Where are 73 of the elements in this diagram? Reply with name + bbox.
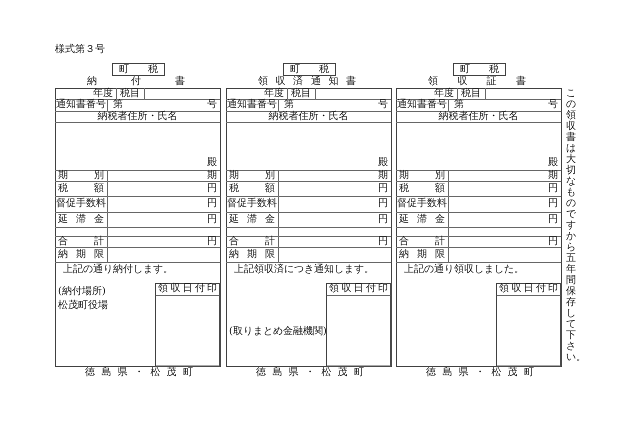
- place-text: (取りまとめ金融機関): [229, 325, 324, 338]
- cell-label: 通知書番号: [55, 99, 107, 111]
- cell-label: 殿: [206, 156, 217, 169]
- cell-label: 年度: [433, 88, 455, 98]
- notice-text: 上記の通り領収しました。: [404, 264, 525, 276]
- unit-label: 円: [206, 212, 217, 226]
- cell-label: 納期限: [228, 248, 276, 262]
- unit-label: 円: [547, 182, 558, 196]
- unit-label: 円: [547, 197, 558, 211]
- cell-label: 号: [206, 99, 217, 111]
- unit-label: 円: [377, 212, 388, 226]
- tax-type-label: 町税: [112, 63, 165, 76]
- cell-label: 納税者住所・氏名: [438, 111, 520, 122]
- cell-label: 通知書番号: [226, 99, 278, 111]
- cell-label: 号: [547, 99, 558, 111]
- footer-text: 徳島県・松茂町: [426, 367, 534, 379]
- unit-label: 円: [547, 236, 558, 247]
- unit-label: 期: [547, 170, 558, 181]
- cell-label: 合計: [228, 236, 276, 247]
- cell-label: 年度: [92, 88, 114, 98]
- cell-label: 期別: [57, 170, 105, 181]
- cell-label: 第: [284, 99, 295, 110]
- form-title: 領収証書: [428, 76, 526, 88]
- cell-label: 督促手数料: [396, 196, 448, 211]
- stamp-header: 領収日付印: [498, 283, 559, 295]
- cell-label: 延滞金: [57, 212, 105, 226]
- unit-label: 円: [206, 197, 217, 211]
- unit-label: 円: [377, 236, 388, 247]
- unit-label: 円: [547, 212, 558, 226]
- cell-label: 合計: [57, 236, 105, 247]
- cell-label: 延滞金: [398, 212, 446, 226]
- unit-label: 円: [206, 182, 217, 196]
- unit-label: 期: [377, 170, 388, 181]
- cell-label: 税目: [460, 88, 482, 99]
- form-title: 納付書: [87, 76, 185, 88]
- cell-label: 年度: [263, 88, 285, 98]
- cell-label: 納税者住所・氏名: [96, 111, 178, 122]
- place-text: (納付場所): [58, 285, 107, 298]
- cell-label: 延滞金: [228, 212, 276, 226]
- cell-label: 税目: [290, 88, 312, 99]
- cell-label: 殿: [547, 156, 558, 169]
- cell-label: 税額: [398, 182, 446, 196]
- stamp-header: 領収日付印: [157, 283, 218, 295]
- notice-text: 上記の通り納付します。: [63, 264, 174, 276]
- stamp-header: 領収日付印: [328, 283, 389, 295]
- unit-label: 円: [377, 182, 388, 196]
- cell-label: 号: [377, 99, 388, 111]
- cell-label: 納税者住所・氏名: [268, 111, 350, 122]
- footer-text: 徳島県・松茂町: [85, 367, 193, 379]
- cell-label: 納期限: [398, 248, 446, 262]
- cell-label: 督促手数料: [55, 196, 107, 211]
- cell-label: 税目: [119, 88, 141, 99]
- tax-type-label: 町税: [453, 63, 506, 76]
- notice-text: 上記領収済につき通知します。: [234, 264, 375, 276]
- cell-label: 期別: [228, 170, 276, 181]
- unit-label: 円: [206, 236, 217, 247]
- footer-text: 徳島県・松茂町: [256, 367, 364, 379]
- form-title: 領収済通知書: [258, 76, 356, 88]
- tax-type-label: 町税: [283, 63, 336, 76]
- cell-label: 納期限: [57, 248, 105, 262]
- cell-label: 第: [113, 99, 124, 110]
- cell-label: 合計: [398, 236, 446, 247]
- cell-label: 税額: [57, 182, 105, 196]
- cell-label: 通知書番号: [396, 99, 448, 111]
- form-number: 様式第３号: [55, 44, 106, 56]
- cell-label: 期別: [398, 170, 446, 181]
- cell-label: 督促手数料: [226, 196, 278, 211]
- unit-label: 円: [377, 197, 388, 211]
- place-text: 松茂町役場: [58, 299, 109, 312]
- cell-label: 第: [454, 99, 465, 110]
- cell-label: 殿: [377, 156, 388, 169]
- unit-label: 期: [206, 170, 217, 181]
- cell-label: 税額: [228, 182, 276, 196]
